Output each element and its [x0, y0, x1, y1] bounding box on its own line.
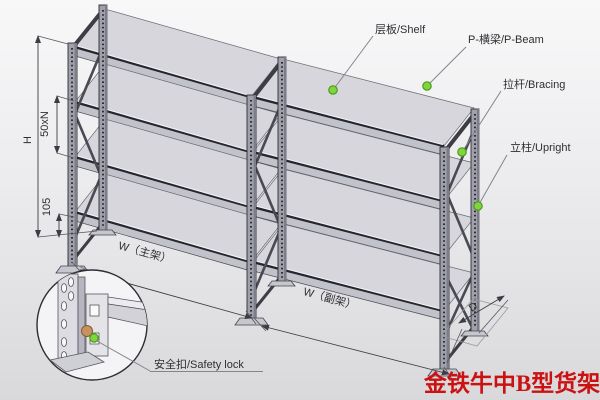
upright-label: 立柱/Upright: [510, 140, 571, 154]
dim-base-height-label: 105: [41, 198, 53, 216]
dim-pitch-label: 50xN: [39, 111, 51, 137]
base-plate: [88, 229, 117, 236]
inset-base-plate: [49, 351, 105, 373]
upright-back-right: [470, 108, 480, 333]
base-plate: [460, 330, 489, 337]
shelf-panel: [252, 223, 475, 321]
base-plate: [267, 280, 296, 287]
safety-lock-marker-dot: [89, 333, 99, 343]
safety-lock-pin: [81, 325, 93, 337]
shelf-marker-dot: [328, 85, 338, 95]
bracing-marker-dot: [457, 147, 467, 157]
inset-beam: [107, 296, 147, 311]
pbeam-label: P-横梁/P-Beam: [468, 32, 544, 46]
upright-back-middle: [277, 56, 287, 283]
main-rack-shelves: [74, 8, 282, 272]
pbeam-marker-dot: [422, 81, 432, 91]
safety-lock-label: 安全扣/Safety lock: [154, 357, 244, 371]
inset-beam-bracket: [85, 293, 109, 357]
diagonal-brace: [73, 51, 103, 239]
base-plate: [234, 317, 269, 326]
dim-h-label: H: [22, 136, 34, 144]
safety-lock-inset: 安全扣/Safety lock: [36, 262, 263, 381]
bracing-label: 拉杆/Bracing: [503, 77, 565, 91]
upright-marker-dot: [473, 201, 483, 211]
diagonal-brace: [253, 103, 283, 291]
brand-text: 金铁牛中B型货架: [423, 370, 600, 396]
upright-front-middle: [246, 94, 257, 321]
inset-upright-column: [57, 273, 79, 365]
shelf-label: 层板/Shelf: [375, 22, 426, 36]
upright-front-right: [439, 146, 450, 371]
callouts: 层板/Shelf P-横梁/P-Beam 拉杆/Bracing 立柱/Uprig…: [328, 22, 571, 211]
uprights: [55, 4, 489, 377]
sub-rack-shelves: [252, 58, 475, 321]
upright-back-left: [98, 4, 108, 232]
shelf-panel: [252, 58, 475, 156]
